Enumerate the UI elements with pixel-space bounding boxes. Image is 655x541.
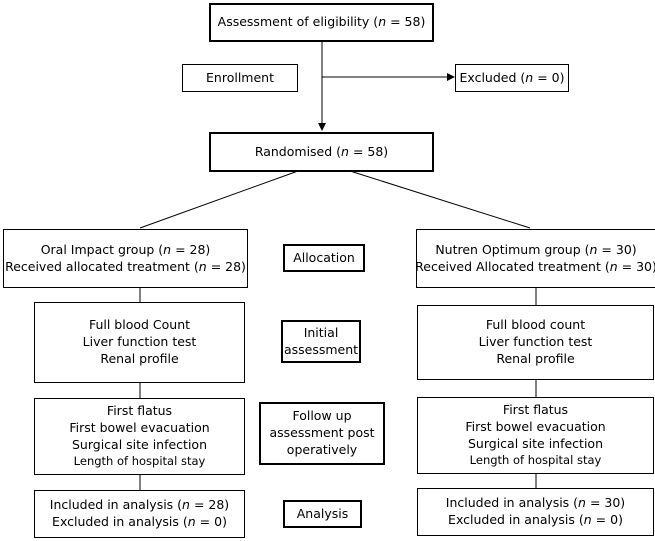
left-analysis-box: Included in analysis (n = 28) Excluded i… <box>34 490 245 538</box>
eligibility-box: Assessment of eligibility (n = 58) <box>209 3 434 42</box>
analysis-stage-box: Analysis <box>283 500 362 528</box>
enrollment-box: Enrollment <box>182 64 298 92</box>
right-included-label: Included in analysis (n = 30) <box>445 495 626 511</box>
excluded-text: Excluded (n = 0) <box>459 69 565 85</box>
right-followup-item: Length of hospital stay <box>469 453 602 468</box>
enrollment-label: Enrollment <box>206 69 274 85</box>
right-followup-item: Surgical site infection <box>467 436 604 452</box>
left-followup-box: First flatus First bowel evacuation Surg… <box>34 398 245 475</box>
initial-label-line: assessment <box>283 341 359 357</box>
branch-right <box>349 170 531 229</box>
left-followup-item: Length of hospital stay <box>73 454 206 469</box>
right-followup-item: First flatus <box>502 402 569 418</box>
randomised-box: Randomised (n = 58) <box>209 132 434 172</box>
initial-assessment-stage-box: Initial assessment <box>281 320 361 363</box>
left-tests-box: Full blood Count Liver function test Ren… <box>34 302 245 383</box>
left-followup-item: First bowel evacuation <box>69 420 210 436</box>
left-excluded-label: Excluded in analysis (n = 0) <box>52 514 227 529</box>
randomised-text: Randomised (n = 58) <box>254 143 389 159</box>
followup-label-line: Follow up <box>292 408 352 424</box>
excluded-box: Excluded (n = 0) <box>455 64 569 92</box>
followup-stage-box: Follow up assessment post operatively <box>259 402 385 465</box>
right-analysis-box: Included in analysis (n = 30) Excluded i… <box>417 488 654 536</box>
right-followup-box: First flatus First bowel evacuation Surg… <box>417 397 654 474</box>
right-followup-item: First bowel evacuation <box>465 419 606 435</box>
left-group-label: Oral Impact group (n = 28) <box>40 241 211 257</box>
left-included-label: Included in analysis (n = 28) <box>49 497 230 513</box>
left-group-box: Oral Impact group (n = 28) Received allo… <box>3 229 248 288</box>
left-test-item: Full blood Count <box>88 317 191 333</box>
right-test-item: Full blood count <box>485 317 586 333</box>
allocation-label: Allocation <box>293 249 355 265</box>
branch-left <box>139 170 299 229</box>
allocation-stage-box: Allocation <box>283 244 365 272</box>
left-received-label: Received allocated treatment (n = 28) <box>5 258 246 274</box>
right-excluded-label: Excluded in analysis (n = 0) <box>448 512 623 527</box>
initial-label-line: Initial <box>303 324 339 340</box>
analysis-label: Analysis <box>296 505 349 521</box>
followup-label-line: operatively <box>286 441 358 457</box>
right-test-item: Liver function test <box>478 334 593 350</box>
right-group-label: Nutren Optimum group (n = 30) <box>435 241 637 257</box>
left-test-item: Renal profile <box>100 350 179 366</box>
eligibility-text: Assessment of eligibility (n = 58) <box>217 14 426 30</box>
left-followup-item: Surgical site infection <box>71 437 208 453</box>
left-followup-item: First flatus <box>106 403 173 419</box>
left-test-item: Liver function test <box>82 334 197 350</box>
followup-label-line: assessment post <box>269 425 375 441</box>
right-received-label: Received Allocated treatment (n = 30) <box>415 258 655 274</box>
right-group-box: Nutren Optimum group (n = 30) Received A… <box>415 229 655 288</box>
right-test-item: Renal profile <box>496 350 575 366</box>
right-tests-box: Full blood count Liver function test Ren… <box>417 305 654 380</box>
